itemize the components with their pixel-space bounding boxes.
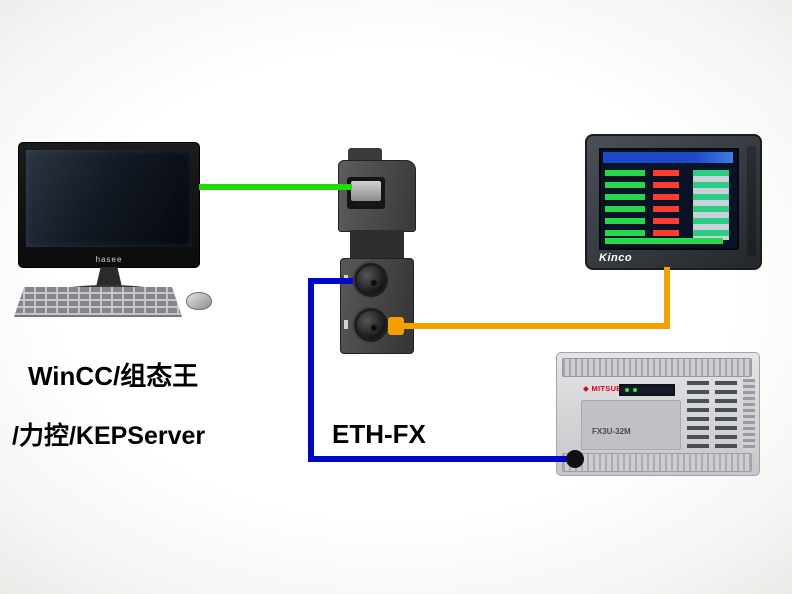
mitsubishi-logo: ◆ MITSUBISHI xyxy=(583,384,638,393)
hmi-screen-label-column xyxy=(605,170,645,240)
hmi-serial-cable xyxy=(390,267,670,329)
serial-port-pin xyxy=(370,279,378,287)
mitsubishi-diamond-icon: ◆ xyxy=(583,384,590,393)
hmi-screen-titlebar xyxy=(603,152,733,163)
serial-port-2 xyxy=(354,308,388,342)
port-mark xyxy=(344,275,348,284)
plc-led xyxy=(625,388,629,392)
mouse xyxy=(186,292,212,310)
plc-led xyxy=(633,388,637,392)
ethernet-port xyxy=(347,177,385,209)
hmi-screen-statusbar xyxy=(605,238,723,244)
ethernet-port-metal xyxy=(351,181,381,201)
monitor-brand-label: hasee xyxy=(95,255,123,264)
plc-vent-column xyxy=(687,381,709,449)
plc-model-label: FX3U-32M xyxy=(592,427,631,436)
module-upper-body xyxy=(338,160,416,232)
serial-port-1 xyxy=(354,263,388,297)
module-lower-body xyxy=(340,258,414,354)
plc-vent-column xyxy=(715,381,737,449)
hmi-panel: Kinco xyxy=(585,134,762,270)
orange-cable-plug xyxy=(388,317,404,335)
keyboard xyxy=(14,287,182,317)
plc-bottom-terminals xyxy=(562,453,752,472)
hmi-side-strip xyxy=(747,146,756,256)
plc-front-cover: FX3U-32M xyxy=(581,400,681,450)
pc-software-label-line1: WinCC/组态王 xyxy=(28,361,199,391)
serial-port-pin xyxy=(370,324,378,332)
plc-top-terminals xyxy=(562,358,752,377)
hmi-screen-right-column xyxy=(693,170,729,240)
monitor-stand xyxy=(96,267,122,287)
monitor-screen xyxy=(26,150,192,247)
monitor: hasee xyxy=(18,142,200,268)
module-mid-body xyxy=(350,230,404,260)
ethernet-port-slot xyxy=(357,201,375,206)
eth-fx-module xyxy=(338,148,416,354)
hmi-screen-value-column xyxy=(653,170,679,240)
plc-brand-label: MITSUBISHI xyxy=(591,384,638,393)
eth-fx-label: ETH-FX xyxy=(332,419,426,449)
hmi-brand-label: Kinco xyxy=(599,252,633,264)
plc-unit: ◆ MITSUBISHI FX3U-32M xyxy=(556,352,760,476)
plc-led-window xyxy=(619,384,675,396)
plc-right-terminals xyxy=(743,379,755,451)
pc-software-label-line2: /力控/KEPServer xyxy=(12,422,206,450)
port-mark xyxy=(344,320,348,329)
hmi-screen xyxy=(599,148,739,250)
